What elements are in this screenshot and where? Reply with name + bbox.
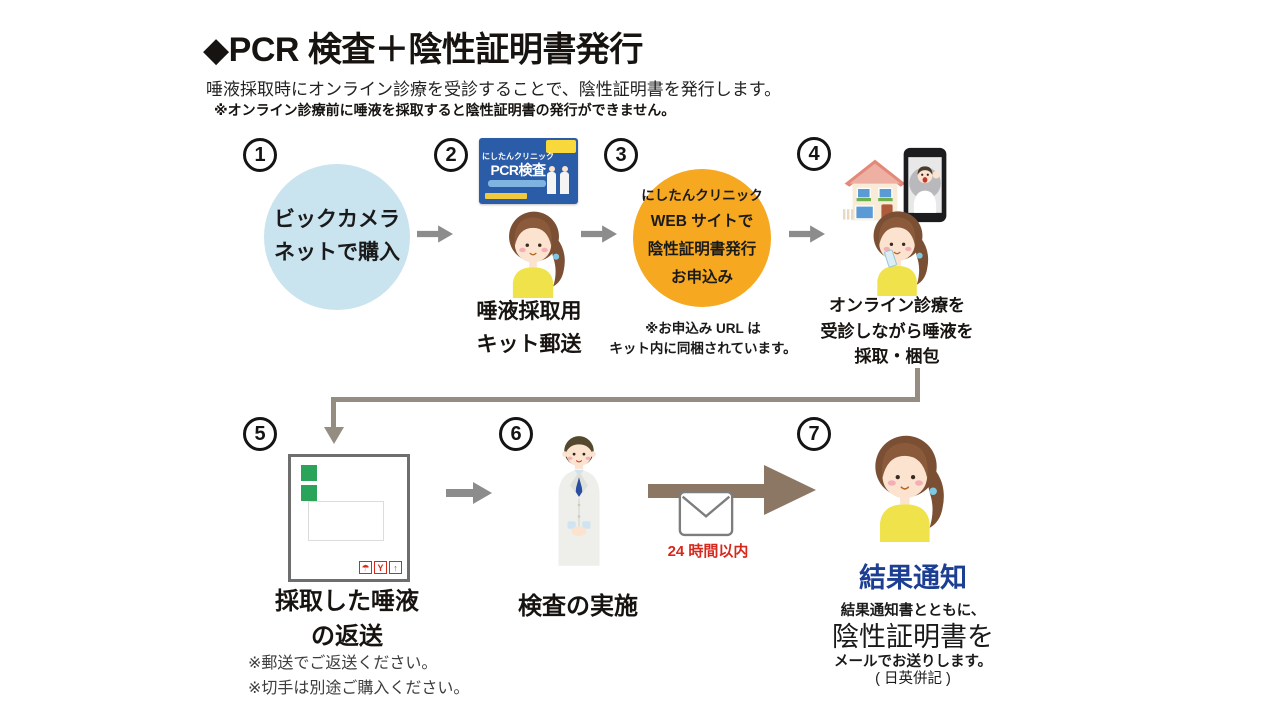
step1-line2: ネットで購入 (274, 241, 400, 264)
step7-line3: メールでお送りします。 (833, 654, 993, 670)
kit-product-text: PCR検査 (490, 162, 546, 178)
parcel-green-square (301, 465, 317, 481)
shipping-care-marks: ☂ Y ↑ (359, 561, 402, 574)
kit-band (488, 180, 546, 187)
connector-segment (331, 400, 336, 428)
woman-illustration (846, 424, 966, 542)
step7-line2: 陰性証明書を (832, 622, 994, 652)
step4-label-line1: オンライン診療を (829, 296, 965, 315)
step2-label-line2: キット郵送 (476, 332, 582, 356)
step5-notes: ※郵送でご返送ください。 ※切手は別途ご購入ください。 (248, 652, 469, 702)
step3-line2: WEB サイトで (650, 213, 754, 231)
step3-apply-circle: にしたんクリニック WEB サイトで 陰性証明書発行 お申込み (633, 169, 771, 307)
woman-illustration (850, 202, 946, 296)
step2-label-line1: 唾液採取用 (476, 300, 582, 323)
arrow-right-icon (789, 224, 825, 244)
pcr-kit-box: にしたんクリニック PCR検査 (479, 138, 578, 204)
step3-line4: お申込み (670, 269, 733, 287)
header-caution-note: ※オンライン診療前に唾液を採取すると陰性証明書の発行ができません。 (214, 102, 676, 118)
step2-number: 2 (434, 138, 468, 172)
step4-label-line3: 採取・梱包 (854, 347, 940, 366)
return-parcel-box: ☂ Y ↑ (288, 454, 410, 582)
connector-segment (331, 397, 920, 402)
parcel-green-square (301, 485, 317, 501)
step2-label: 唾液採取用 キット郵送 (454, 296, 604, 361)
step1-line1: ビックカメラ (274, 208, 400, 232)
step6-label: 検査の実施 (518, 593, 638, 620)
step6-number: 6 (499, 417, 533, 451)
step1-number: 1 (243, 138, 277, 172)
umbrella-mark-icon: ☂ (359, 561, 372, 574)
page-subtitle: 唾液採取時にオンライン診療を受診することで、陰性証明書を発行します。 (206, 80, 782, 99)
woman-illustration (484, 202, 584, 298)
page-title: ◆PCR 検査＋陰性証明書発行 (203, 31, 643, 69)
step7-line1: 結果通知書とともに、 (840, 603, 986, 619)
step3-note: ※お申込み URL は キット内に同梱されています。 (607, 319, 799, 358)
step4-number: 4 (797, 137, 831, 171)
result-title: 結果通知 (859, 563, 967, 593)
step5-label-line1: 採取した唾液 (275, 588, 419, 615)
parcel-address-label (308, 501, 384, 541)
step3-note-line2: キット内に同梱されています。 (609, 340, 797, 356)
step7-number: 7 (797, 417, 831, 451)
connector-segment (915, 368, 920, 400)
fragile-mark-icon: Y (374, 561, 387, 574)
step3-note-line1: ※お申込み URL は (645, 321, 761, 336)
step4-label-line2: 受診しながら唾液を (820, 321, 974, 341)
kit-strip (485, 193, 527, 199)
step5-label: 採取した唾液 の返送 (268, 585, 426, 655)
step3-line1: にしたんクリニック (641, 188, 763, 204)
this-side-up-mark-icon: ↑ (389, 561, 402, 574)
arrow-right-icon (417, 224, 453, 244)
doctor-illustration (538, 426, 620, 566)
connector-arrowhead-down (324, 427, 344, 444)
step3-line3: 陰性証明書発行 (647, 241, 757, 259)
delivery-time-label: 24 時間以内 (667, 543, 749, 560)
kit-nurse-figure (560, 166, 569, 194)
step5-note-line2: ※切手は別途ご購入ください。 (248, 679, 470, 697)
kit-brand-text: にしたんクリニック (482, 152, 554, 161)
arrow-right-icon (446, 481, 492, 505)
step5-number: 5 (243, 417, 277, 451)
step5-note-line1: ※郵送でご返送ください。 (248, 655, 438, 672)
envelope-icon (678, 490, 734, 537)
step1-purchase-circle: ビックカメラ ネットで購入 (264, 164, 410, 310)
step7-line4: ( 日英併記 ) (875, 671, 951, 687)
arrow-right-icon (581, 224, 617, 244)
kit-corner-tag (546, 140, 576, 153)
step3-number: 3 (604, 138, 638, 172)
step4-label: オンライン診療を 受診しながら唾液を 採取・梱包 (808, 293, 986, 370)
step5-label-line2: の返送 (311, 622, 383, 650)
kit-doctor-figure (547, 166, 556, 194)
